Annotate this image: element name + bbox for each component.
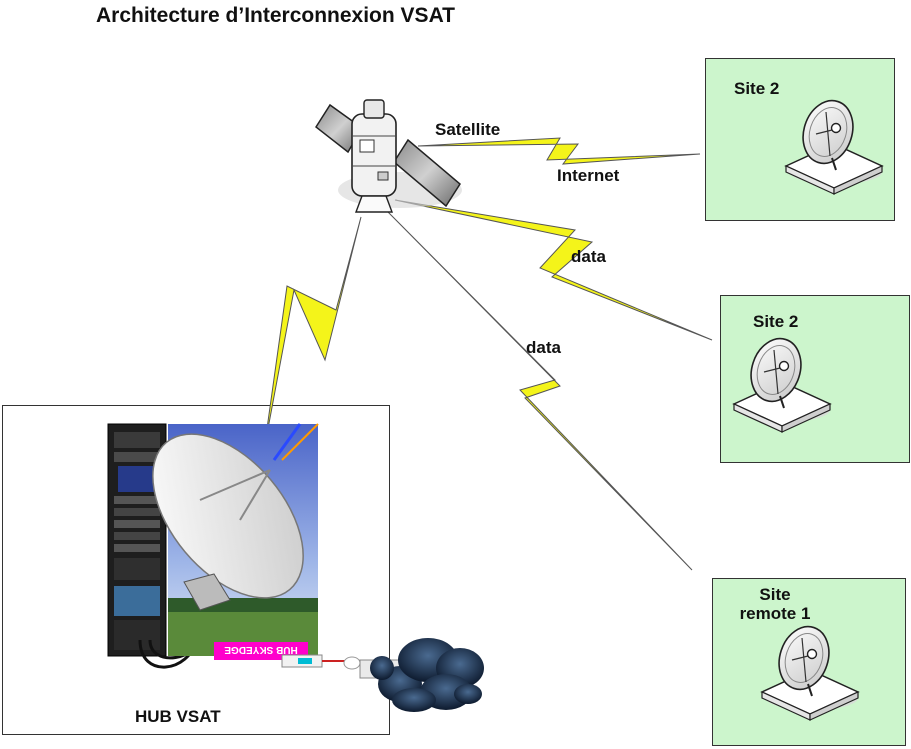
cloud-icon (370, 638, 484, 712)
dish-icon-site-remote (761, 619, 859, 721)
data-label-1: data (571, 247, 606, 266)
hub-sign-text: HUB SKYEDGE (224, 644, 298, 655)
site-label-remote: Site remote 1 (718, 585, 832, 623)
site-label-top: Site 2 (734, 79, 780, 98)
lightning-bolt-icon-internet (417, 137, 701, 165)
diagram-title: Architecture d’Interconnexion VSAT (96, 4, 455, 27)
hub-antenna-photo: HUB SKYEDGE (152, 423, 319, 660)
dish-icon-site-middle (733, 331, 831, 433)
site-label-remote-line2: remote 1 (739, 603, 811, 623)
lightning-bolt-icon-data-2 (387, 211, 693, 571)
dish-icon-site-top (785, 93, 883, 195)
satellite-icon (315, 99, 462, 213)
data-label-2: data (526, 338, 561, 357)
satellite-label: Satellite (435, 120, 501, 139)
site-label-remote-line1: Site (759, 585, 791, 604)
lightning-bolt-icon-hub (263, 216, 362, 451)
site-box-top[interactable] (705, 58, 895, 221)
internet-label: Internet (557, 166, 620, 185)
lightning-bolt-icon-data-1 (394, 199, 713, 341)
site-label-middle: Site 2 (753, 312, 799, 331)
hub-label: HUB VSAT (135, 707, 221, 726)
